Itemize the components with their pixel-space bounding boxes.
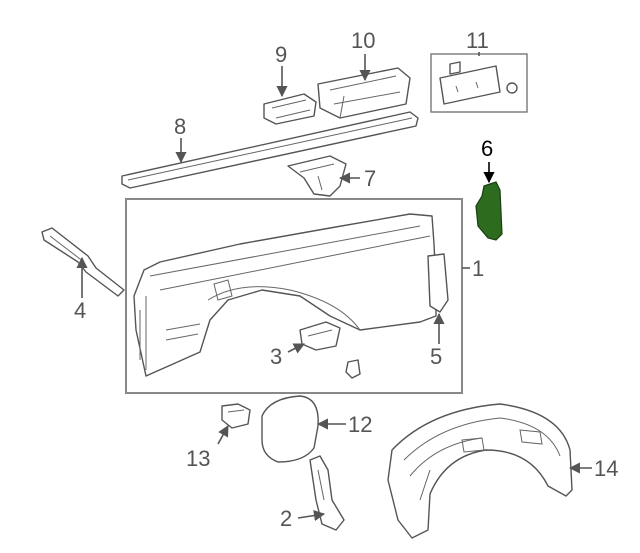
part-9-vent[interactable] — [263, 93, 317, 125]
callout-14: 14 — [594, 456, 618, 481]
callout-6: 6 — [481, 136, 493, 161]
callout-2: 2 — [280, 506, 292, 531]
part-8-bed-rail[interactable] — [121, 111, 419, 189]
part-12-fuel-door[interactable] — [261, 395, 319, 463]
callout-4: 4 — [74, 298, 86, 323]
part-2-lower-bracket[interactable] — [309, 455, 345, 531]
callout-12: 12 — [348, 412, 372, 437]
part-7-bracket[interactable] — [287, 155, 347, 197]
leader-lines — [76, 52, 592, 522]
part-13-hinge[interactable] — [221, 403, 251, 429]
part-3-bracket[interactable] — [299, 321, 341, 351]
callout-11: 11 — [466, 28, 489, 53]
part-4-strap[interactable] — [41, 227, 125, 297]
part-11-plate-set[interactable] — [430, 53, 528, 113]
callout-9: 9 — [275, 42, 287, 67]
callout-10: 10 — [351, 28, 375, 53]
part-14-wheelhouse-liner[interactable] — [387, 403, 573, 539]
part-6-highlighted-panel[interactable] — [475, 181, 503, 241]
part-3b-clip[interactable] — [345, 359, 361, 379]
callout-5: 5 — [430, 344, 442, 369]
callout-8: 8 — [174, 114, 186, 139]
part-10-vent-housing[interactable] — [317, 67, 411, 119]
callout-7: 7 — [364, 166, 376, 191]
callout-13: 13 — [186, 446, 210, 471]
callout-labels: 1 2 3 4 5 6 7 8 9 10 11 12 13 14 — [74, 28, 618, 531]
part-1-bed-assembly[interactable] — [125, 198, 463, 394]
callout-3: 3 — [270, 344, 282, 369]
callout-1: 1 — [472, 256, 484, 281]
